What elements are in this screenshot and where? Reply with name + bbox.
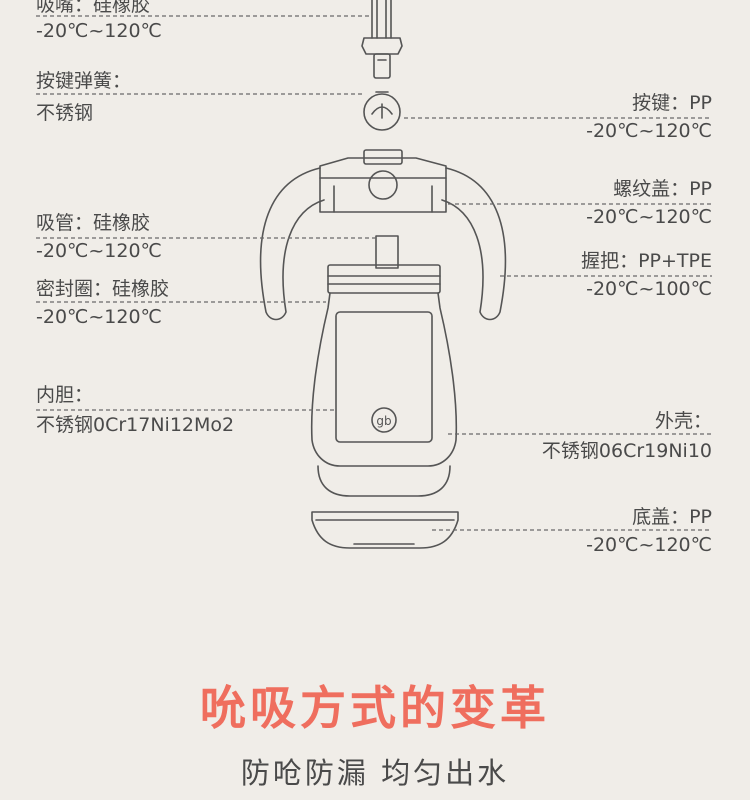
leader-lines	[36, 15, 712, 531]
label-handle-material: PP+TPE	[638, 250, 712, 272]
label-shell-material: 不锈钢06Cr19Ni10	[541, 440, 712, 462]
label-screw-cap-material: PP	[689, 178, 712, 200]
label-handle-name: 握把：	[581, 250, 639, 272]
base-cap-part	[311, 511, 459, 549]
label-straw-name: 吸管：	[36, 212, 94, 234]
logo-circle	[371, 407, 397, 433]
label-liner-name: 内胆：	[36, 384, 94, 406]
label-button: 按键：PP -20℃~120℃	[586, 90, 712, 144]
label-spring: 按键弹簧： 不锈钢	[36, 68, 131, 126]
label-handle: 握把：PP+TPE -20℃~100℃	[581, 248, 712, 302]
label-seal-ring: 密封圈：硅橡胶 -20℃~120℃	[36, 276, 169, 330]
label-seal-ring-name: 密封圈：	[36, 278, 113, 300]
straw-part	[375, 235, 399, 269]
mouthpiece-part	[361, 0, 403, 79]
label-liner-material: 不锈钢0Cr17Ni12Mo2	[36, 414, 235, 436]
label-shell-name: 外壳：	[654, 410, 712, 432]
label-button-temp: -20℃~120℃	[586, 120, 712, 142]
label-straw: 吸管：硅橡胶 -20℃~120℃	[36, 210, 162, 264]
label-shell: 外壳： 不锈钢06Cr19Ni10	[542, 408, 712, 464]
label-base-cap-material: PP	[689, 506, 712, 528]
label-screw-cap: 螺纹盖：PP -20℃~120℃	[586, 176, 712, 230]
label-screw-cap-temp: -20℃~120℃	[586, 206, 712, 228]
label-mouthpiece-material: 硅橡胶	[93, 0, 151, 16]
label-straw-temp: -20℃~120℃	[36, 240, 162, 262]
bottle-body-part	[310, 264, 458, 497]
label-seal-ring-material: 硅橡胶	[112, 278, 170, 300]
label-straw-material: 硅橡胶	[93, 212, 151, 234]
handle-part	[259, 167, 507, 321]
label-handle-temp: -20℃~100℃	[586, 278, 712, 300]
label-base-cap-name: 底盖：	[632, 506, 690, 528]
label-mouthpiece-name: 吸嘴：	[36, 0, 94, 16]
bottle-exploded-view: gb	[36, 0, 712, 549]
label-mouthpiece: 吸嘴：硅橡胶 -20℃~120℃	[36, 0, 162, 44]
label-spring-material: 不锈钢	[36, 102, 94, 124]
label-base-cap: 底盖：PP -20℃~120℃	[586, 504, 712, 558]
label-mouthpiece-temp: -20℃~120℃	[36, 20, 162, 42]
label-seal-ring-temp: -20℃~120℃	[36, 306, 162, 328]
label-liner: 内胆： 不锈钢0Cr17Ni12Mo2	[36, 382, 234, 438]
headline-title: 吮吸方式的变革	[200, 681, 550, 735]
label-screw-cap-name: 螺纹盖：	[613, 178, 690, 200]
spring-part	[363, 91, 401, 131]
label-spring-name: 按键弹簧：	[36, 70, 132, 92]
label-button-material: PP	[689, 92, 712, 114]
headline-subtitle: 防呛防漏 均匀出水	[240, 756, 510, 790]
label-base-cap-temp: -20℃~120℃	[586, 534, 712, 556]
screw-cap-part	[319, 149, 447, 213]
logo-text: gb	[376, 414, 391, 428]
label-button-name: 按键：	[632, 92, 690, 114]
